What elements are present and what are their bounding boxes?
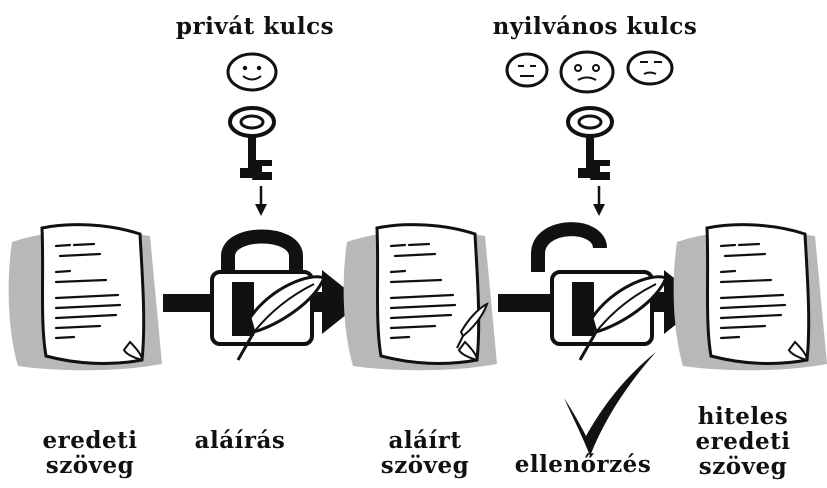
signed-text-label: aláírt szöveg: [380, 427, 470, 479]
public-key-holder-face-icon-1: [505, 52, 549, 88]
authentic-document: [672, 223, 827, 372]
signing-lock-icon: [210, 229, 326, 362]
public-key-down-arrow: [593, 186, 605, 216]
public-key-icon: [566, 106, 614, 182]
original-document: [7, 223, 164, 372]
public-key-holder-face-icon-2: [559, 50, 615, 94]
original-text-label: eredeti szöveg: [42, 427, 138, 479]
authentic-original-text-label: hiteles eredeti szöveg: [695, 403, 791, 480]
public-key-holder-face-icon-3: [626, 50, 674, 86]
flow-arrow-1: [163, 294, 221, 312]
private-key-owner-face-icon: [226, 52, 278, 92]
private-key-down-arrow: [255, 186, 267, 216]
verification-lock-icon: [531, 222, 668, 362]
public-key-label: nyilvános kulcs: [492, 13, 698, 40]
verification-label: ellenőrzés: [514, 451, 652, 478]
private-key-label: privát kulcs: [175, 13, 335, 40]
flow-arrow-3: [498, 294, 556, 312]
verified-check-icon: [564, 352, 656, 456]
signing-label: aláírás: [194, 427, 286, 454]
signed-document: [342, 223, 499, 372]
private-key-icon: [228, 106, 276, 182]
